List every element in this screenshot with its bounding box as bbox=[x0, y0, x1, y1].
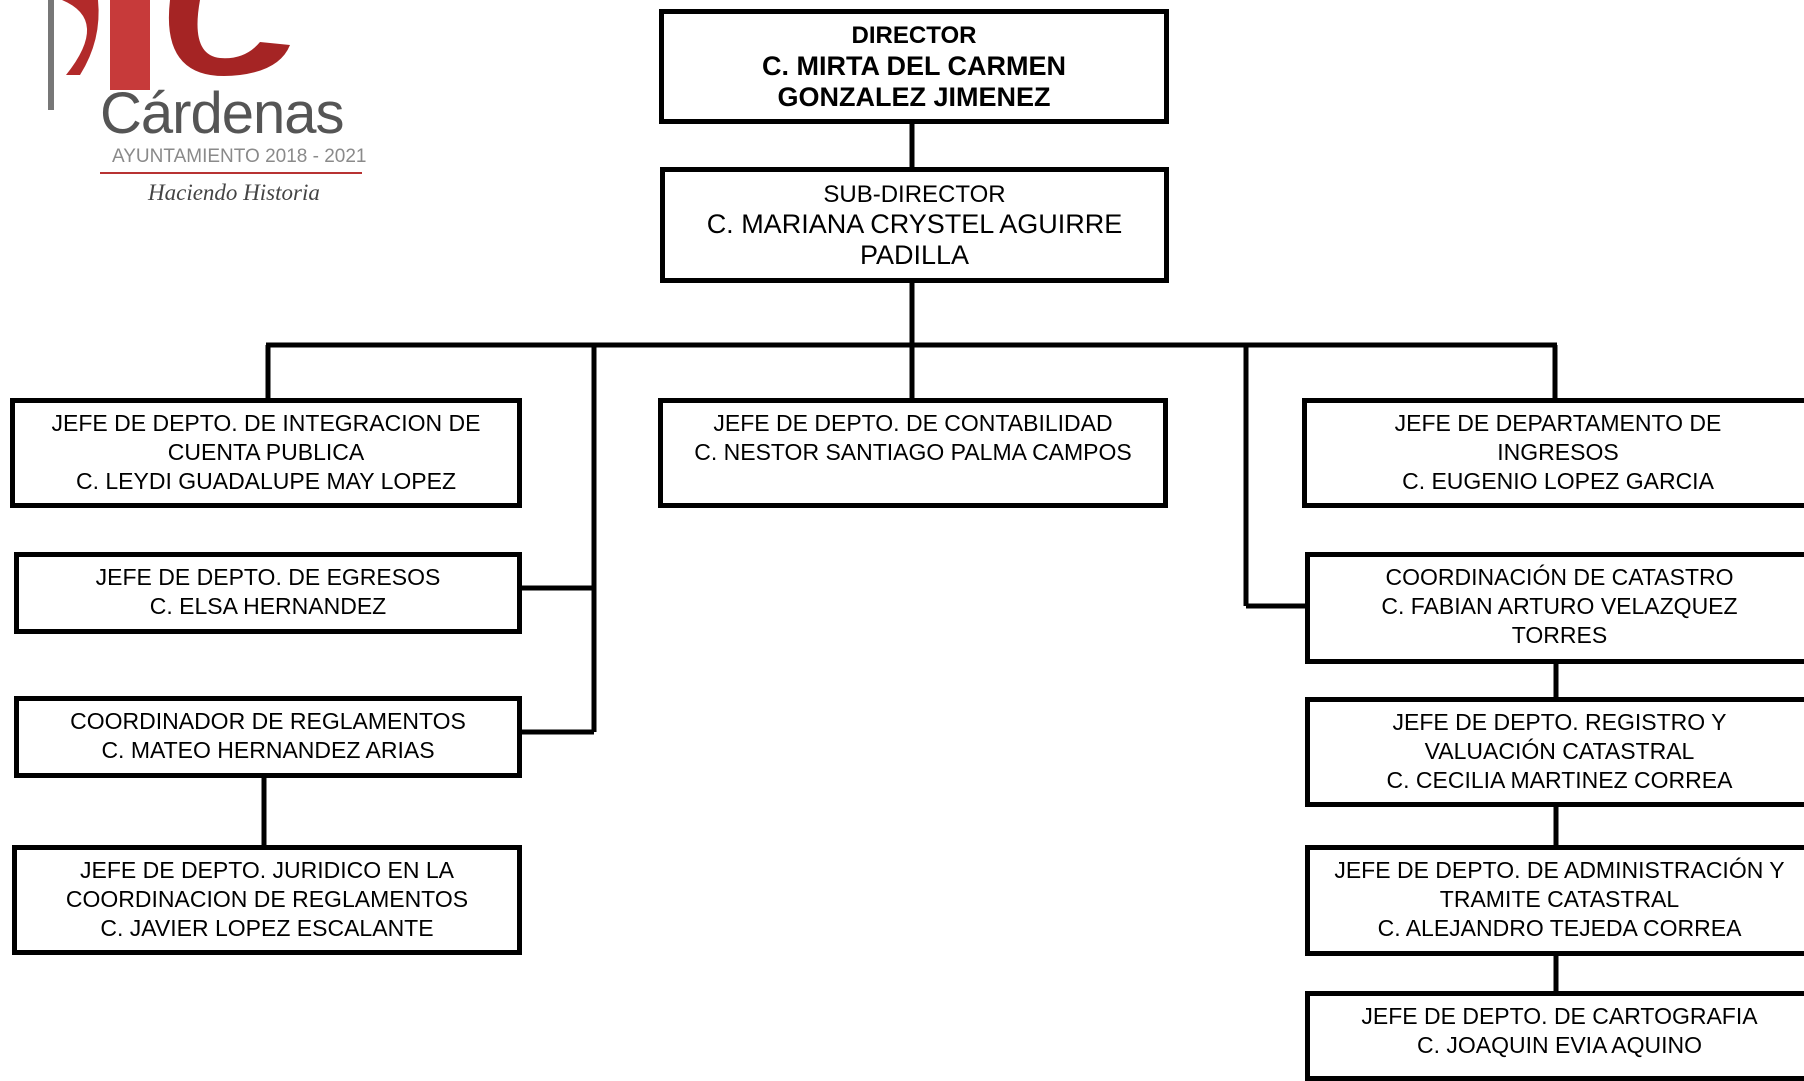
contabilidad-name: C. NESTOR SANTIAGO PALMA CAMPOS bbox=[694, 439, 1132, 465]
logo-slogan: Haciendo Historia bbox=[148, 180, 320, 205]
box-jefe-egresos: JEFE DE DEPTO. DE EGRESOS C. ELSA HERNAN… bbox=[14, 552, 522, 634]
box-jefe-ingresos: JEFE DE DEPARTAMENTO DE INGRESOS C. EUGE… bbox=[1302, 398, 1804, 508]
cardenas-logo: Cárdenas AYUNTAMIENTO 2018 - 2021 Hacien… bbox=[40, 0, 367, 220]
subdirector-name: C. MARIANA CRYSTEL AGUIRRE PADILLA bbox=[706, 208, 1123, 270]
box-jefe-cartografia: JEFE DE DEPTO. DE CARTOGRAFIA C. JOAQUIN… bbox=[1305, 991, 1804, 1081]
integracion-title: JEFE DE DEPTO. DE INTEGRACION DE CUENTA … bbox=[51, 410, 481, 465]
box-jefe-administracion-tramite: JEFE DE DEPTO. DE ADMINISTRACIÓN Y TRAMI… bbox=[1305, 845, 1804, 956]
reglamentos-name: C. MATEO HERNANDEZ ARIAS bbox=[101, 737, 435, 763]
reglamentos-title: COORDINADOR DE REGLAMENTOS bbox=[70, 708, 466, 734]
contabilidad-title: JEFE DE DEPTO. DE CONTABILIDAD bbox=[713, 410, 1113, 436]
juridico-name: C. JAVIER LOPEZ ESCALANTE bbox=[100, 915, 434, 941]
box-coordinacion-catastro: COORDINACIÓN DE CATASTRO C. FABIAN ARTUR… bbox=[1305, 552, 1804, 664]
registro-title: JEFE DE DEPTO. REGISTRO Y VALUACIÓN CATA… bbox=[1392, 709, 1727, 764]
box-jefe-contabilidad: JEFE DE DEPTO. DE CONTABILIDAD C. NESTOR… bbox=[658, 398, 1168, 508]
logo-emblem-icon bbox=[48, 0, 290, 110]
egresos-title: JEFE DE DEPTO. DE EGRESOS bbox=[95, 564, 441, 590]
subdirector-title: SUB-DIRECTOR bbox=[823, 180, 1006, 208]
logo-administration: AYUNTAMIENTO 2018 - 2021 bbox=[112, 146, 367, 167]
box-jefe-juridico-reglamentos: JEFE DE DEPTO. JURIDICO EN LA COORDINACI… bbox=[12, 845, 522, 955]
box-jefe-integracion-cuenta-publica: JEFE DE DEPTO. DE INTEGRACION DE CUENTA … bbox=[10, 398, 522, 508]
ingresos-name: C. EUGENIO LOPEZ GARCIA bbox=[1402, 468, 1714, 494]
cartografia-title: JEFE DE DEPTO. DE CARTOGRAFIA bbox=[1361, 1003, 1758, 1029]
cartografia-name: C. JOAQUIN EVIA AQUINO bbox=[1416, 1032, 1702, 1058]
box-director: DIRECTOR C. MIRTA DEL CARMEN GONZALEZ JI… bbox=[659, 9, 1169, 124]
catastro-title: COORDINACIÓN DE CATASTRO bbox=[1385, 564, 1734, 590]
egresos-name: C. ELSA HERNANDEZ bbox=[149, 593, 387, 619]
tramite-title: JEFE DE DEPTO. DE ADMINISTRACIÓN Y TRAMI… bbox=[1334, 857, 1785, 912]
catastro-name: C. FABIAN ARTURO VELAZQUEZ TORRES bbox=[1381, 593, 1738, 648]
box-jefe-registro-valuacion: JEFE DE DEPTO. REGISTRO Y VALUACIÓN CATA… bbox=[1305, 697, 1804, 807]
ingresos-title: JEFE DE DEPARTAMENTO DE INGRESOS bbox=[1394, 410, 1722, 465]
juridico-title: JEFE DE DEPTO. JURIDICO EN LA COORDINACI… bbox=[65, 857, 469, 912]
logo-wordmark: Cárdenas bbox=[100, 81, 344, 146]
director-title: DIRECTOR bbox=[851, 22, 977, 49]
director-name: C. MIRTA DEL CARMEN GONZALEZ JIMENEZ bbox=[762, 51, 1066, 112]
box-subdirector: SUB-DIRECTOR C. MARIANA CRYSTEL AGUIRRE … bbox=[660, 167, 1169, 283]
integracion-name: C. LEYDI GUADALUPE MAY LOPEZ bbox=[75, 468, 457, 494]
registro-name: C. CECILIA MARTINEZ CORREA bbox=[1386, 767, 1733, 793]
box-coordinador-reglamentos: COORDINADOR DE REGLAMENTOS C. MATEO HERN… bbox=[14, 696, 522, 778]
logo-divider bbox=[100, 172, 362, 174]
tramite-name: C. ALEJANDRO TEJEDA CORREA bbox=[1377, 915, 1742, 941]
